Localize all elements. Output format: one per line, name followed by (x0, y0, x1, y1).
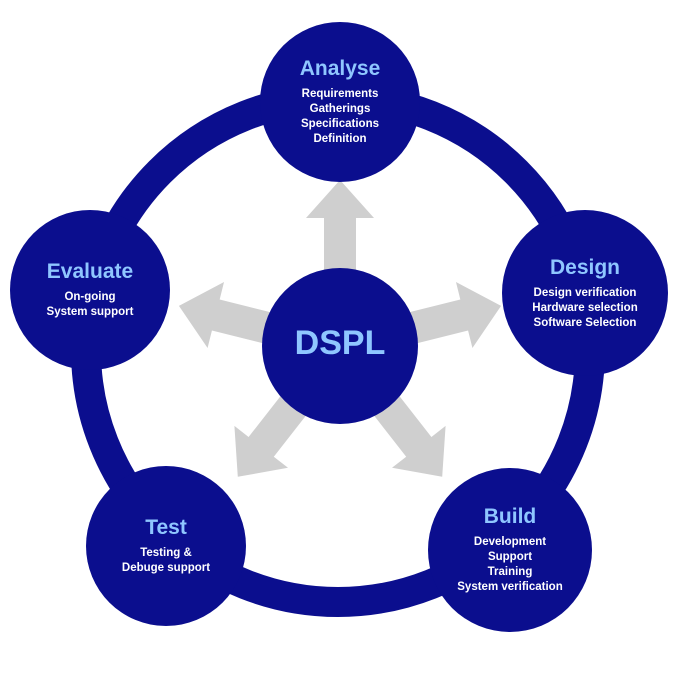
node-line: System verification (457, 581, 563, 593)
node-line: Hardware selection (532, 301, 638, 314)
node-build: Build Development Support Training Syste… (428, 468, 592, 632)
node-line: Requirements (301, 88, 379, 100)
arrow-icon (306, 180, 374, 346)
node-line: Gatherings (309, 103, 371, 115)
node-evaluate: Evaluate On-going System support (10, 210, 170, 370)
node-test: Test Testing & Debuge support (86, 466, 246, 626)
node-line: Software Selection (533, 316, 637, 329)
node-title: Test (145, 516, 187, 539)
node-line: Development (473, 536, 547, 548)
node-title: Build (483, 505, 537, 528)
node-line: Support (487, 551, 533, 563)
node-line: On-going (64, 291, 116, 303)
node-design: Design Design verification Hardware sele… (502, 210, 668, 376)
node-line: Specifications (301, 118, 379, 130)
node-title: Evaluate (46, 260, 134, 283)
node-title: Design (549, 255, 620, 279)
node-line: Training (487, 566, 533, 578)
node-title: Analyse (299, 57, 381, 80)
node-line: Debuge support (121, 562, 211, 574)
node-line: Definition (313, 133, 367, 145)
node-line: Testing & (140, 547, 192, 559)
node-line: Design verification (533, 286, 637, 299)
center-label: DSPL (294, 323, 386, 362)
node-line: System support (46, 306, 134, 318)
node-analyse: Analyse Requirements Gatherings Specific… (260, 22, 420, 182)
center-node: DSPL (262, 268, 418, 424)
